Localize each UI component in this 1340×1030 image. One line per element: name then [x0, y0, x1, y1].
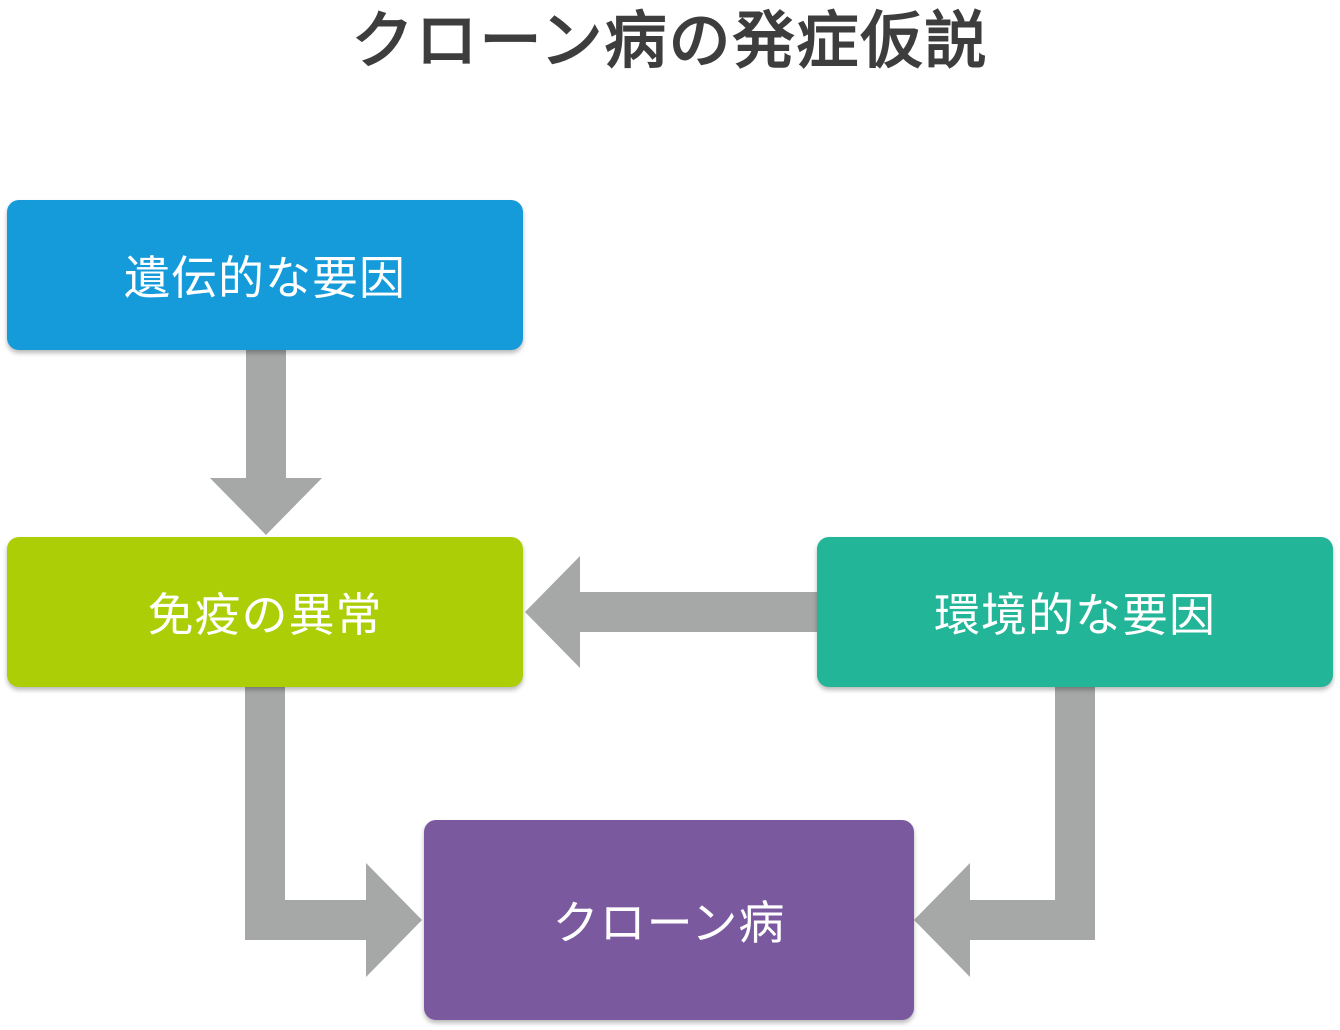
node-environmental-factors: 環境的な要因 — [817, 537, 1333, 687]
node-genetic-factors: 遺伝的な要因 — [7, 200, 523, 350]
arrow-environment-to-immune — [525, 556, 817, 668]
arrow-immune-to-crohn — [245, 687, 422, 977]
arrow-environment-to-crohn — [914, 687, 1095, 977]
node-immune-abnormality: 免疫の異常 — [7, 537, 523, 687]
diagram-title: クローン病の発症仮説 — [351, 4, 989, 77]
node-genetic-label: 遺伝的な要因 — [124, 251, 406, 305]
node-crohn-label: クローン病 — [552, 896, 786, 950]
node-immune-label: 免疫の異常 — [147, 588, 383, 642]
node-environment-label: 環境的な要因 — [934, 588, 1216, 642]
arrow-genetic-to-immune — [210, 350, 322, 535]
node-crohns-disease: クローン病 — [424, 820, 914, 1020]
